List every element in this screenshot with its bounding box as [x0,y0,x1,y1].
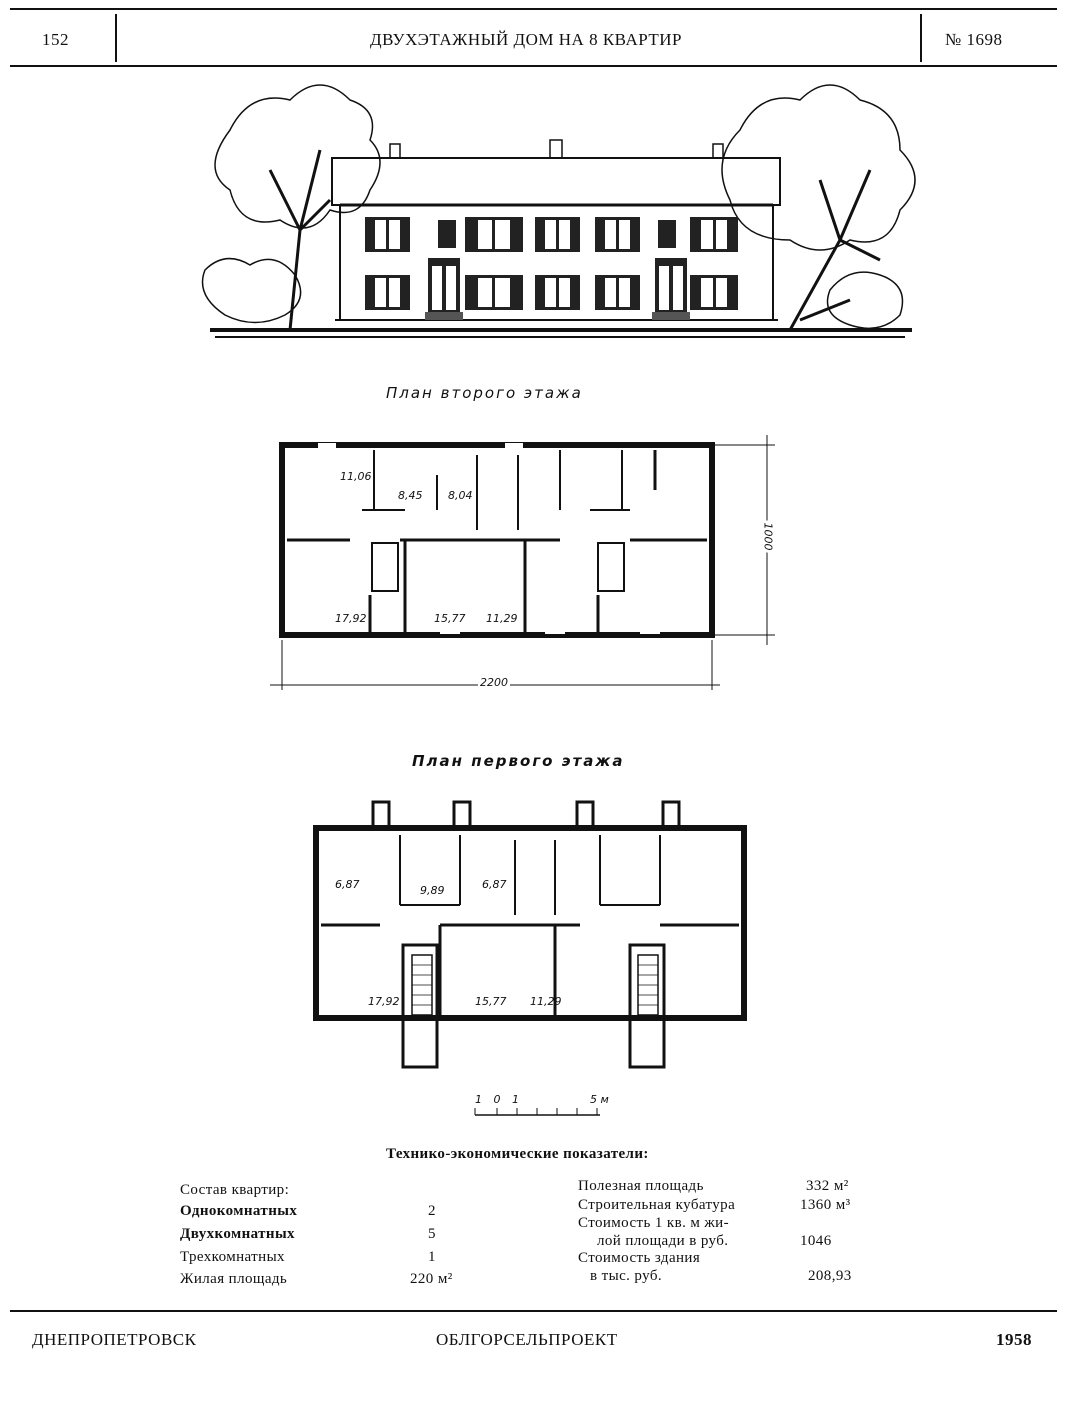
room-area-label: 15,77 [434,612,466,625]
room-area-label: 17,92 [368,995,400,1008]
indicator-label: Строительная кубатура [578,1197,736,1213]
windows [365,217,738,320]
room-area-label: 6,87 [335,878,360,891]
footer-year: 1958 [996,1330,1032,1349]
indicator-value: 2 [428,1203,436,1219]
footer-city: ДНЕПРОПЕТРОВСК [32,1330,197,1349]
indicator-label: Жилая площадь [180,1271,288,1287]
room-area-label: 15,77 [475,995,507,1008]
room-area-label: 8,04 [448,489,473,502]
indicator-value: 1360 м³ [800,1197,851,1213]
room-area-label: 11,29 [486,612,518,625]
scale-end-label: 5 м [590,1093,609,1106]
project-number: № 1698 [945,30,1003,49]
footer-organization: ОБЛГОРСЕЛЬПРОЕКТ [436,1330,618,1349]
room-area-label: 11,29 [530,995,562,1008]
dimension-width: 2200 [478,676,510,689]
indicator-label: Стоимость здания [578,1250,701,1266]
indicators-heading: Технико-экономические показатели: [386,1146,649,1162]
tree-right-icon [721,84,916,331]
scale-labels: 1 0 1 [475,1093,523,1106]
tree-left-icon [201,84,381,331]
indicator-label-continued: лой площади в руб. [597,1233,729,1249]
indicator-value: 1 [428,1249,436,1265]
room-area-label: 8,45 [398,489,423,502]
room-area-label: 9,89 [420,884,445,897]
room-area-label: 17,92 [335,612,367,625]
room-area-label: 6,87 [482,878,507,891]
indicator-value: 5 [428,1226,436,1242]
indicator-value: 208,93 [808,1268,852,1284]
indicator-label: Трехкомнатных [180,1249,285,1265]
indicator-label: Двухкомнатных [180,1226,295,1242]
indicator-label: Полезная площадь [578,1178,704,1194]
indicator-value: 220 м² [410,1271,453,1287]
first-floor-title: План первого этажа [412,752,625,770]
indicator-label-continued: в тыс. руб. [590,1268,663,1284]
indicator-value: 1046 [800,1233,832,1249]
page-number: 152 [42,30,69,49]
indicator-label: Стоимость 1 кв. м жи- [578,1215,730,1231]
second-floor-title: План второго этажа [386,384,583,402]
indicator-value: 332 м² [806,1178,849,1194]
composition-label: Состав квартир: [180,1182,290,1198]
indicator-label: Однокомнатных [180,1203,298,1219]
page-title: ДВУХЭТАЖНЫЙ ДОМ НА 8 КВАРТИР [370,30,682,49]
room-area-label: 11,06 [340,470,372,483]
footer-rule [10,1310,1057,1312]
